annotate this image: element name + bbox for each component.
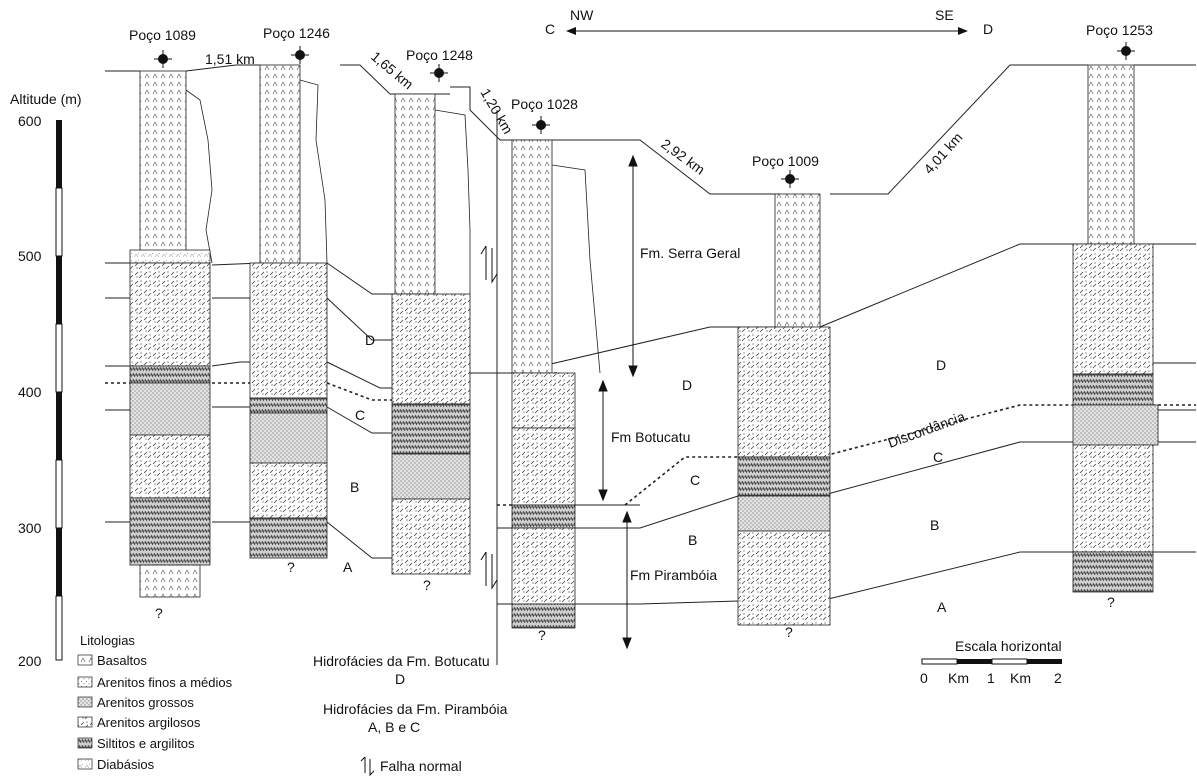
- altitude-tick-200: 200: [18, 653, 42, 669]
- legend-item-arenitos-argilosos: Arenitos argilosos: [97, 715, 201, 730]
- unknown-base-1248: ?: [423, 577, 431, 593]
- legend-item-arenitos-finos: Arenitos finos a médios: [97, 675, 233, 690]
- altitude-tick-500: 500: [18, 248, 42, 264]
- note-botucatu-title: Hidrofácies da Fm. Botucatu: [313, 653, 490, 669]
- well-column-1028: [511, 139, 601, 629]
- well-column-1246: [249, 64, 328, 559]
- orientation-arrow: C NW SE D: [545, 7, 993, 37]
- legend-item-siltitos: Siltitos e argilitos: [97, 736, 195, 751]
- legend-item-basaltos: Basaltos: [97, 653, 147, 668]
- hydrofacies-c-left: C: [355, 407, 365, 423]
- orientation-d: D: [983, 21, 993, 37]
- surface-lines: [105, 64, 1196, 195]
- label-discordancia: Discordância: [886, 408, 968, 451]
- scale-title: Escala horizontal: [955, 638, 1062, 654]
- well-column-1253: [1072, 64, 1159, 593]
- well-name-1028: Poço 1028: [511, 96, 578, 112]
- well-marker-1253: Poço 1253: [1086, 22, 1153, 60]
- orientation-se: SE: [935, 7, 954, 23]
- well-marker-1089: Poço 1089: [129, 27, 196, 68]
- hydrofacies-d-mid: D: [682, 377, 692, 393]
- well-column-1009: [737, 193, 831, 626]
- legend-item-arenitos-grossos: Arenitos grossos: [97, 695, 194, 710]
- unknown-base-1028: ?: [538, 627, 546, 643]
- altitude-axis: Altitude (m) 600 500 400 300 200: [10, 91, 82, 669]
- scale-zero: 0: [920, 670, 928, 686]
- scale-km-2: Km: [1010, 670, 1031, 686]
- altitude-tick-400: 400: [18, 384, 42, 400]
- legend-fault-label: Falha normal: [380, 758, 462, 774]
- well-name-1089: Poço 1089: [129, 27, 196, 43]
- formation-arrows: [598, 154, 638, 650]
- legend-title: Litologias: [80, 633, 135, 648]
- unknown-base-1089: ?: [155, 605, 163, 621]
- hydrofacies-b-left: B: [350, 479, 359, 495]
- altitude-tick-300: 300: [18, 520, 42, 536]
- orientation-nw: NW: [570, 7, 594, 23]
- label-piramboia: Fm Pirambóia: [630, 567, 717, 583]
- legend-item-diabasios: Diabásios: [97, 757, 155, 772]
- well-name-1248: Poço 1248: [406, 47, 473, 63]
- hydrofacies-c-mid: C: [690, 472, 700, 488]
- well-marker-1248: Poço 1248: [406, 47, 473, 82]
- hydrofacies-c-right: C: [933, 449, 943, 465]
- lithology-legend: Litologias Basaltos Arenitos finos a méd…: [77, 633, 233, 772]
- altitude-tick-600: 600: [18, 113, 42, 129]
- label-botucatu: Fm Botucatu: [611, 429, 690, 445]
- well-marker-1009: Poço 1009: [752, 153, 819, 188]
- note-piramboia-value: A, B e C: [368, 719, 420, 735]
- hydrofacies-a-left: A: [343, 559, 353, 575]
- well-name-1009: Poço 1009: [752, 153, 819, 169]
- fault-legend: Falha normal: [360, 756, 462, 777]
- horizontal-scale: Escala horizontal 0 Km 1 Km 2: [920, 638, 1062, 686]
- unknown-base-1253: ?: [1107, 594, 1115, 610]
- distance-1089-1246: 1,51 km: [205, 51, 255, 67]
- unknown-base-1009: ?: [785, 624, 793, 640]
- well-markers: Poço 1089 Poço 1246 Poço 1248 Poço 1028 …: [129, 22, 1153, 188]
- hydrofacies-b-right: B: [930, 517, 939, 533]
- orientation-c: C: [545, 21, 555, 37]
- hydrofacies-b-mid: B: [688, 532, 697, 548]
- well-name-1246: Poço 1246: [263, 25, 330, 41]
- scale-one: 1: [987, 670, 995, 686]
- altitude-axis-title: Altitude (m): [10, 91, 82, 107]
- scale-km-1: Km: [948, 670, 969, 686]
- well-column-1248: [391, 93, 471, 575]
- label-serra-geral: Fm. Serra Geral: [640, 245, 740, 261]
- hydrofacies-d-right: D: [936, 357, 946, 373]
- distance-1028-1009: 2,92 km: [658, 135, 708, 177]
- fault-symbols: [480, 245, 498, 590]
- note-botucatu-value: D: [395, 671, 405, 687]
- well-column-1089: [129, 70, 213, 598]
- well-marker-1028: Poço 1028: [511, 96, 578, 134]
- hydrofacies-d-left: D: [365, 332, 375, 348]
- unknown-base-1246: ?: [287, 559, 295, 575]
- note-piramboia-title: Hidrofácies da Fm. Pirambóia: [323, 701, 508, 717]
- scale-two: 2: [1054, 670, 1062, 686]
- hydrofacies-a-right: A: [937, 599, 947, 615]
- well-name-1253: Poço 1253: [1086, 22, 1153, 38]
- well-marker-1246: Poço 1246: [263, 25, 330, 64]
